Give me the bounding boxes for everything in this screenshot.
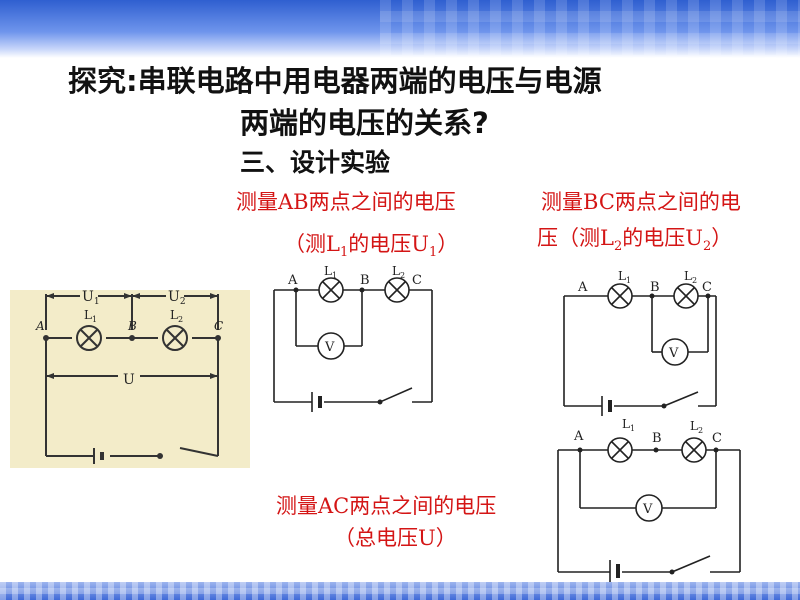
label-b: B <box>650 280 660 295</box>
ac-caption-line-1: 测量AC两点之间的电压 <box>276 494 497 518</box>
label-a: A <box>35 319 45 333</box>
label-l1: L1 <box>618 269 631 285</box>
series-circuit-photo: U1 U2 L1 L2 A B C U <box>10 290 250 468</box>
label-l2: L2 <box>690 419 703 435</box>
label-l1: L1 <box>622 417 635 433</box>
section-heading: 三、设计实验 <box>240 148 391 177</box>
bc-caption-line-2: 压（测L2的电压U2） <box>537 226 733 255</box>
ab-caption-line-1: 测量AB两点之间的电压 <box>236 190 456 214</box>
label-u1: U1 <box>82 290 100 307</box>
label-l1: L1 <box>324 264 337 280</box>
label-a: A <box>287 273 298 288</box>
voltmeter-symbol: V <box>642 502 653 517</box>
label-b: B <box>360 273 370 288</box>
circuit-ac: V A B C L1 L2 <box>557 417 741 582</box>
voltmeter-symbol: V <box>668 346 679 361</box>
label-c: C <box>412 273 422 288</box>
title-line-1: 探究:串联电路中用电器两端的电压与电源 <box>68 64 602 98</box>
label-c: C <box>712 431 722 446</box>
label-l2: L2 <box>684 269 697 285</box>
band-mosaic <box>380 0 800 58</box>
circuit-ab: V A B C L1 L2 <box>273 264 433 412</box>
label-c: C <box>214 319 223 333</box>
label-b: B <box>652 431 662 446</box>
bc-caption-line-1: 测量BC两点之间的电 <box>541 190 741 214</box>
voltmeter-symbol: V <box>324 340 335 355</box>
label-u2: U2 <box>168 290 186 307</box>
label-l2: L2 <box>170 308 183 324</box>
top-decorative-band <box>0 0 800 58</box>
label-l2: L2 <box>392 264 405 280</box>
label-c: C <box>702 280 712 295</box>
circuit-bc: V A B C L1 L2 <box>563 269 717 416</box>
ab-caption-line-2: （测L1的电压U1） <box>284 232 459 261</box>
bottom-decorative-band <box>0 582 800 600</box>
label-l1: L1 <box>84 308 97 324</box>
label-u: U <box>123 372 135 388</box>
ac-caption-line-2: （总电压U） <box>334 526 457 550</box>
label-a: A <box>573 429 584 444</box>
label-a: A <box>577 280 588 295</box>
title-line-2: 两端的电压的关系? <box>240 106 489 140</box>
label-b: B <box>127 319 137 333</box>
